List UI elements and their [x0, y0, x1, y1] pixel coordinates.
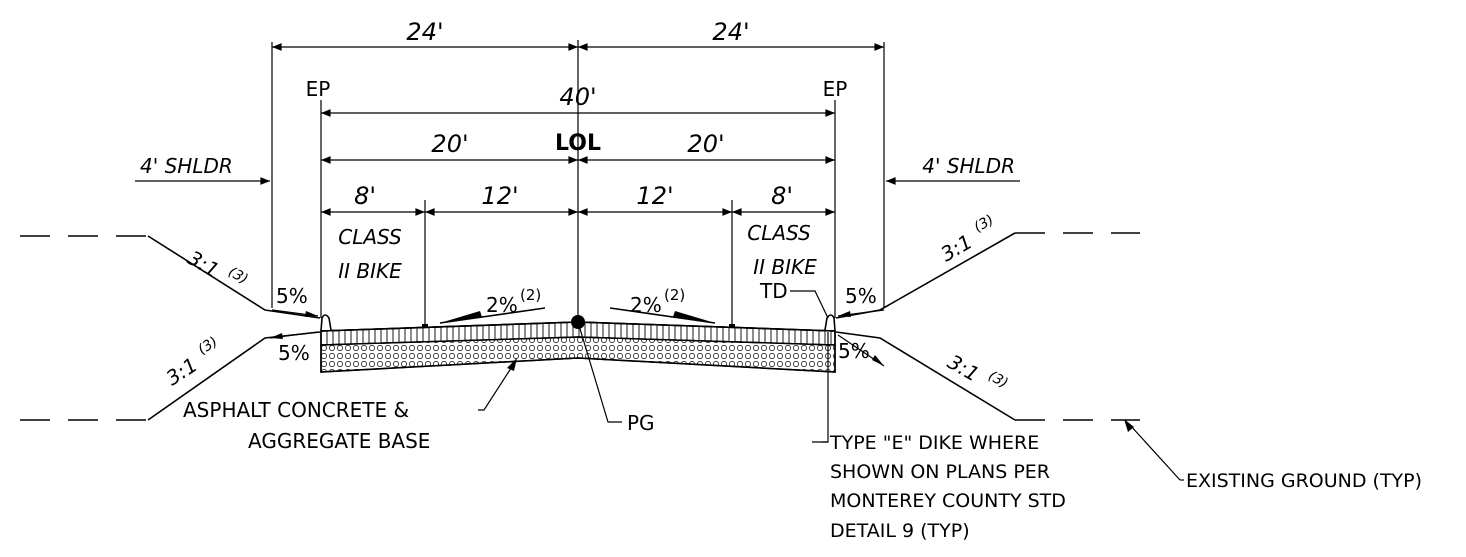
svg-text:2%: 2%: [486, 293, 518, 317]
svg-text:(3): (3): [195, 334, 220, 358]
cross-slope-left: 2% (2): [439, 286, 546, 324]
svg-text:ASPHALT CONCRETE &: ASPHALT CONCRETE &: [183, 398, 409, 422]
dimension-8-right: 8': [731, 182, 836, 216]
dimension-24-right: 24': [577, 18, 885, 51]
svg-text:CLASS: CLASS: [338, 225, 402, 249]
bike-lane-stripes: [422, 324, 735, 327]
svg-text:PG: PG: [627, 411, 655, 435]
shoulder-right-label: 4' SHLDR: [922, 154, 1015, 178]
dim-label-24-left: 24': [406, 18, 443, 46]
svg-text:5%: 5%: [838, 339, 870, 363]
dike-callout: TYPE "E" DIKE WHERE SHOWN ON PLANS PER M…: [812, 332, 1066, 542]
svg-text:3:1: 3:1: [184, 246, 224, 283]
shoulder-slope-bottom-left: 5%: [269, 331, 319, 365]
svg-text:SHOWN ON PLANS PER: SHOWN ON PLANS PER: [830, 461, 1050, 483]
dimension-40: 40': [321, 83, 836, 117]
dike-right: [824, 314, 836, 332]
pavement-section: [320, 321, 836, 373]
dim-label-8-right: 8': [771, 182, 793, 210]
dimension-12-right: 12': [577, 182, 733, 216]
bike-lane-left-label: CLASS II BIKE: [338, 225, 402, 283]
svg-text:II BIKE: II BIKE: [338, 259, 402, 283]
svg-text:(3): (3): [985, 368, 1010, 392]
shoulder-slope-top-right: 5%: [837, 284, 885, 317]
cross-slope-right: 2% (2): [609, 286, 716, 324]
dimension-20-right: 20': [577, 130, 836, 164]
lol-label: LOL: [555, 131, 601, 156]
svg-text:(3): (3): [971, 212, 996, 236]
shoulder-right-callout: 4' SHLDR: [885, 154, 1020, 185]
pg-callout: PG: [577, 321, 655, 435]
dike-left: [320, 314, 332, 332]
ep-left-label: EP: [306, 77, 331, 101]
existing-ground-lines: [20, 232, 1140, 421]
svg-text:CLASS: CLASS: [747, 221, 811, 245]
shoulder-left-callout: 4' SHLDR: [135, 154, 270, 185]
dimension-20-left: 20': [321, 130, 579, 164]
svg-text:5%: 5%: [845, 284, 877, 308]
dim-label-40: 40': [559, 83, 596, 111]
svg-text:(2): (2): [520, 286, 541, 304]
shoulder-left-label: 4' SHLDR: [140, 154, 233, 178]
dimension-8-left: 8': [321, 182, 425, 216]
svg-text:3:1: 3:1: [937, 229, 977, 266]
svg-text:(3): (3): [225, 264, 250, 288]
svg-text:3:1: 3:1: [162, 353, 202, 391]
svg-text:TYPE "E" DIKE WHERE: TYPE "E" DIKE WHERE: [829, 432, 1039, 454]
dimension-12-left: 12': [425, 182, 579, 216]
cut-slope-right-ratio: 3:1 (3): [937, 212, 997, 266]
svg-text:TD: TD: [759, 279, 788, 303]
bike-lane-right-label: CLASS II BIKE: [747, 221, 817, 279]
svg-text:II BIKE: II BIKE: [753, 255, 817, 279]
fill-slope-right-ratio: 3:1 (3): [944, 350, 1011, 392]
existing-ground-callout: EXISTING GROUND (TYP): [1124, 419, 1422, 492]
dim-label-8-left: 8': [354, 182, 376, 210]
svg-text:EXISTING GROUND (TYP): EXISTING GROUND (TYP): [1186, 470, 1422, 492]
dimension-24-left: 24': [272, 18, 579, 51]
svg-text:DETAIL 9 (TYP): DETAIL 9 (TYP): [830, 520, 970, 542]
dim-label-12-left: 12': [481, 182, 518, 210]
asphalt-callout: ASPHALT CONCRETE & AGGREGATE BASE: [183, 358, 517, 453]
fill-slope-left-ratio: 3:1 (3): [162, 334, 221, 391]
svg-text:5%: 5%: [278, 341, 310, 365]
svg-text:(2): (2): [664, 286, 685, 304]
svg-text:2%: 2%: [630, 293, 662, 317]
svg-text:5%: 5%: [276, 284, 308, 308]
dim-label-20-left: 20': [431, 130, 468, 158]
ep-right-label: EP: [823, 77, 848, 101]
dim-label-20-right: 20': [687, 130, 724, 158]
shoulder-slope-top-left: 5%: [271, 284, 319, 317]
dim-label-12-right: 12': [636, 182, 673, 210]
dim-label-24-right: 24': [712, 18, 749, 46]
aggregate-base-layer: [320, 336, 836, 373]
svg-text:MONTEREY COUNTY STD: MONTEREY COUNTY STD: [830, 490, 1066, 512]
svg-text:AGGREGATE BASE: AGGREGATE BASE: [248, 429, 430, 453]
td-callout: TD: [759, 279, 829, 319]
cut-slope-left-ratio: 3:1 (3): [184, 246, 251, 288]
shoulder-slope-bottom-right: 5%: [837, 334, 885, 367]
